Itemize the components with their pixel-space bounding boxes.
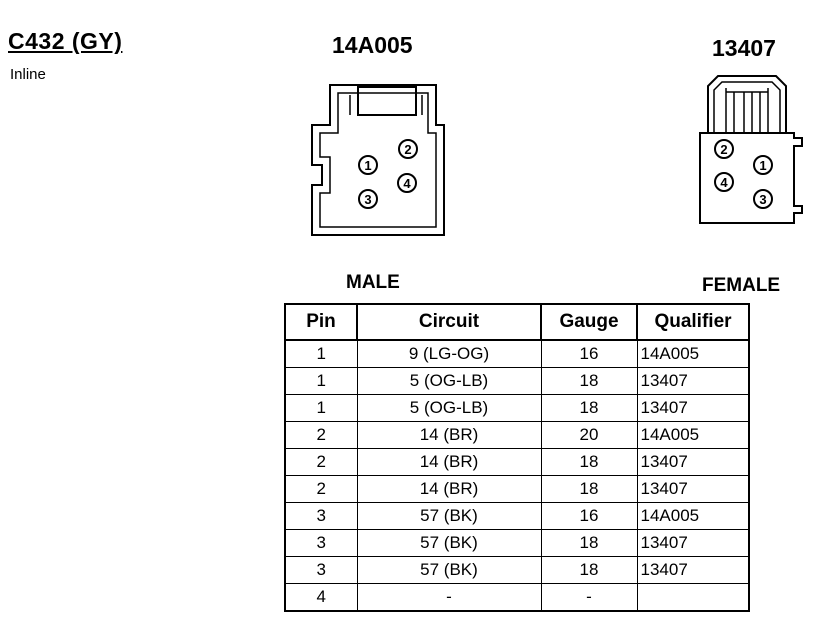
- cell-circuit: -: [356, 583, 542, 612]
- cell-pin: 3: [284, 529, 358, 557]
- female-part-number: 13407: [712, 35, 776, 61]
- svg-text:4: 4: [720, 175, 728, 190]
- cell-qualifier: 13407: [636, 529, 750, 557]
- svg-text:3: 3: [364, 192, 371, 207]
- svg-text:4: 4: [403, 176, 411, 191]
- male-pin-group: 1 2 3 4: [358, 139, 418, 209]
- cell-pin: 3: [284, 502, 358, 530]
- cell-pin: 1: [284, 367, 358, 395]
- cell-pin: 2: [284, 448, 358, 476]
- svg-text:3: 3: [759, 192, 766, 207]
- cell-qualifier: 13407: [636, 475, 750, 503]
- male-label: MALE: [346, 272, 400, 293]
- cell-circuit: 5 (OG-LB): [356, 394, 542, 422]
- female-pin-group: 1 2 3 4: [714, 139, 773, 209]
- table-header-row: Pin Circuit Gauge Qualifier: [284, 303, 750, 341]
- cell-qualifier: 14A005: [636, 502, 750, 530]
- cell-circuit: 5 (OG-LB): [356, 367, 542, 395]
- female-label: FEMALE: [702, 275, 781, 296]
- cell-qualifier: 13407: [636, 448, 750, 476]
- cell-qualifier: 13407: [636, 367, 750, 395]
- cell-gauge: 16: [540, 339, 638, 368]
- cell-pin: 2: [284, 475, 358, 503]
- svg-text:2: 2: [720, 142, 727, 157]
- cell-gauge: 16: [540, 502, 638, 530]
- cell-gauge: 18: [540, 394, 638, 422]
- cell-gauge: 18: [540, 475, 638, 503]
- male-part-number: 14A005: [332, 32, 413, 58]
- male-pin-4: 4: [397, 173, 417, 193]
- cell-qualifier: 13407: [636, 394, 750, 422]
- female-pin-2: 2: [714, 139, 734, 159]
- cell-circuit: 57 (BK): [356, 502, 542, 530]
- cell-pin: 1: [284, 339, 358, 368]
- cell-pin: 1: [284, 394, 358, 422]
- cell-gauge: -: [540, 583, 638, 612]
- svg-text:1: 1: [759, 158, 766, 173]
- female-pin-4: 4: [714, 172, 734, 192]
- cell-pin: 3: [284, 556, 358, 584]
- svg-text:1: 1: [364, 158, 371, 173]
- male-connector-diagram: [311, 84, 445, 236]
- cell-pin: 4: [284, 583, 358, 612]
- col-header-circuit: Circuit: [356, 303, 542, 341]
- cell-gauge: 18: [540, 367, 638, 395]
- cell-circuit: 14 (BR): [356, 421, 542, 449]
- col-header-qualifier: Qualifier: [636, 303, 750, 341]
- male-pin-1: 1: [358, 155, 378, 175]
- table-row: 4--: [284, 583, 750, 612]
- female-pin-1: 1: [753, 155, 773, 175]
- cell-circuit: 57 (BK): [356, 529, 542, 557]
- female-connector-diagram: [699, 75, 803, 224]
- cell-circuit: 9 (LG-OG): [356, 339, 542, 368]
- male-pin-2: 2: [398, 139, 418, 159]
- cell-circuit: 57 (BK): [356, 556, 542, 584]
- cell-qualifier: 13407: [636, 556, 750, 584]
- col-header-gauge: Gauge: [540, 303, 638, 341]
- cell-pin: 2: [284, 421, 358, 449]
- cell-gauge: 18: [540, 448, 638, 476]
- cell-circuit: 14 (BR): [356, 475, 542, 503]
- col-header-pin: Pin: [284, 303, 358, 341]
- connector-subtitle: Inline: [10, 66, 46, 83]
- cell-qualifier: [636, 583, 750, 612]
- connector-title: C432 (GY): [8, 28, 123, 54]
- cell-qualifier: 14A005: [636, 339, 750, 368]
- female-pin-3: 3: [753, 189, 773, 209]
- male-pin-3: 3: [358, 189, 378, 209]
- cell-qualifier: 14A005: [636, 421, 750, 449]
- cell-gauge: 20: [540, 421, 638, 449]
- cell-gauge: 18: [540, 529, 638, 557]
- cell-circuit: 14 (BR): [356, 448, 542, 476]
- cell-gauge: 18: [540, 556, 638, 584]
- svg-text:2: 2: [404, 142, 411, 157]
